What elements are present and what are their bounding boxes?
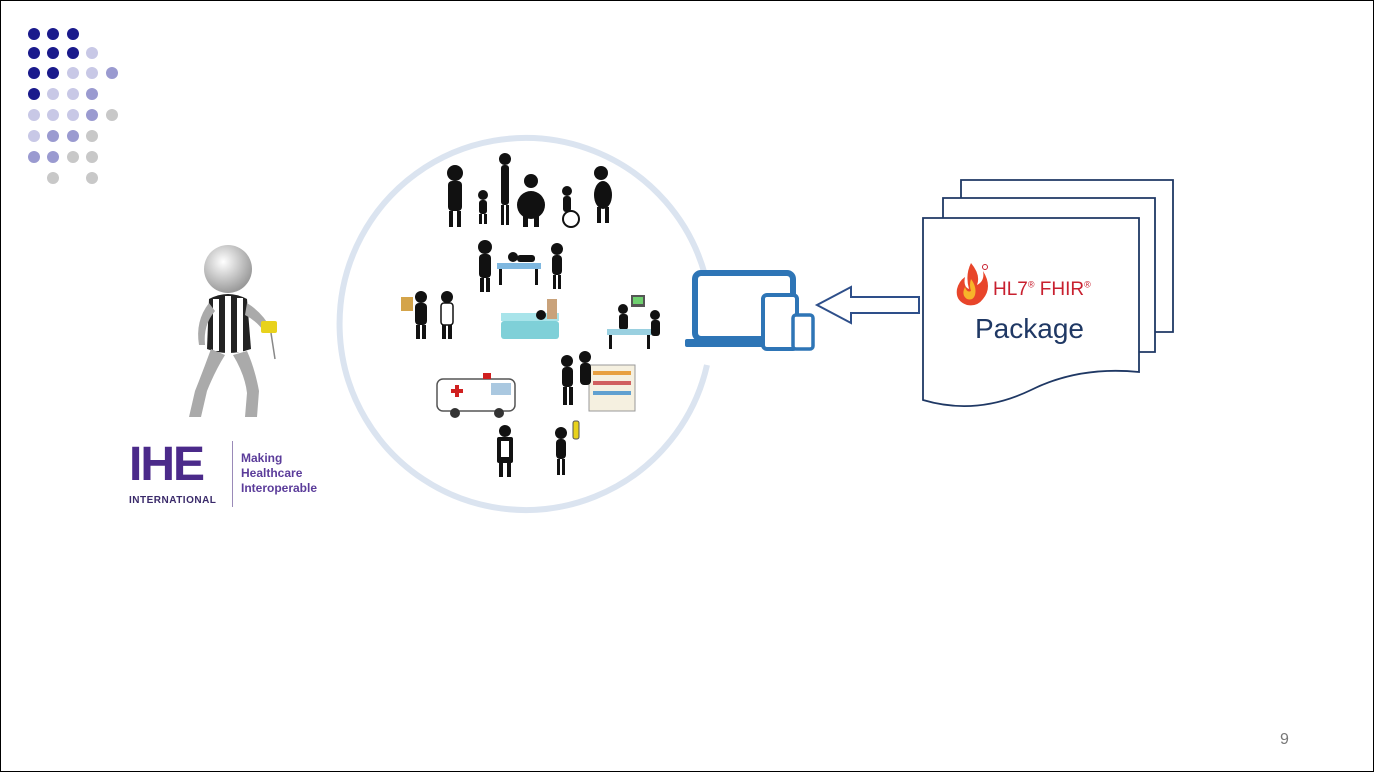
fhir-text: FHIR (1039, 279, 1085, 300)
ihe-tagline-line: Making (241, 451, 283, 465)
ihe-tagline-line: Healthcare (241, 466, 303, 480)
ambulance-icon (436, 373, 516, 418)
hl7-fhir-label: HL7® FHIR® (993, 279, 1091, 301)
ihe-logo-divider (232, 441, 233, 507)
decorative-dot-grid (28, 28, 118, 184)
left-arrow-icon (814, 285, 920, 325)
people-figures-icon (447, 153, 612, 228)
laptop-tablet-phone-icon (685, 270, 815, 351)
registered-mark: ® (1027, 279, 1035, 290)
hospital-bed-icon (501, 299, 559, 339)
ihe-logo-letters: IHE (129, 438, 205, 491)
package-label: Package (975, 313, 1084, 344)
surgery-scene-icon (607, 295, 660, 349)
fhir-package-documents-icon (922, 179, 1174, 407)
registered-mark: ® (1084, 279, 1091, 290)
ihe-logo: IHE INTERNATIONAL Making Healthcare Inte… (125, 439, 345, 511)
referee-figure-icon (189, 245, 277, 417)
fhir-flame-icon (956, 263, 988, 306)
exam-scene-icon (478, 240, 563, 292)
clinicians-icon (401, 291, 454, 339)
pharmacy-scene-icon (561, 351, 636, 412)
page-number: 9 (1280, 731, 1289, 748)
hl7-text: HL7 (993, 279, 1028, 300)
xray-lab-icon (497, 420, 580, 477)
ihe-tagline: Making Healthcare Interoperable (241, 451, 317, 496)
ihe-tagline-line: Interoperable (241, 481, 318, 495)
ihe-logo-international: INTERNATIONAL (129, 495, 217, 506)
healthcare-scenes-circle (336, 135, 710, 514)
